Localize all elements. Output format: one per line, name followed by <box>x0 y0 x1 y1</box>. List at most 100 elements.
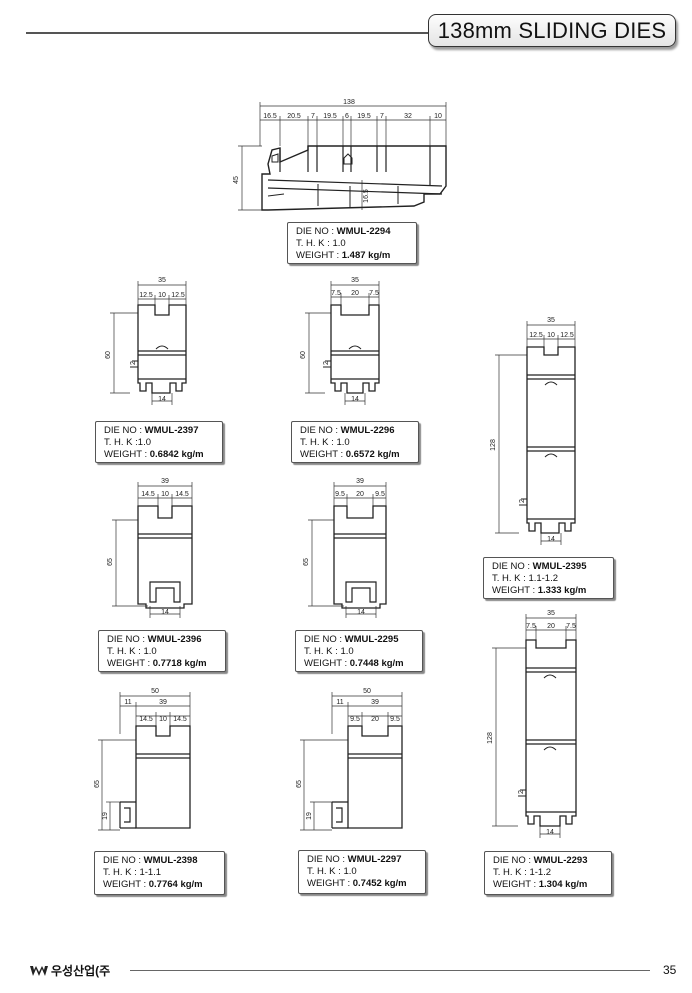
weight-value: 0.7448 kg/m <box>349 658 404 669</box>
die-no-value: WMUL-2297 <box>347 854 402 865</box>
dim-bottom: 14 <box>351 396 359 403</box>
profile-drawing-2296: 35 7.5 20 7.5 60 14 2 <box>300 277 380 405</box>
die-no-row: DIE NO : WMUL-2396 <box>107 634 219 646</box>
dim-b: 10 <box>158 292 166 299</box>
die-info-2295: DIE NO : WMUL-2295 T. H. K : 1.0 WEIGHT … <box>295 630 423 672</box>
dim-small: 2 <box>130 361 137 365</box>
thk-value: 1.0 <box>332 238 346 249</box>
dim-height: 45 <box>233 176 240 184</box>
dim-a: 9.5 <box>335 491 345 498</box>
dim-total: 35 <box>158 277 166 284</box>
weight-label: WEIGHT : <box>296 250 340 261</box>
thk-value: 1-1.1 <box>139 867 162 878</box>
die-no-label: DIE NO : <box>492 561 531 572</box>
die-no-label: DIE NO : <box>296 226 335 237</box>
profile-drawing-2295: 39 9.5 20 9.5 65 14 <box>303 478 387 618</box>
dim-a: 12.5 <box>139 292 153 299</box>
die-no-label: DIE NO : <box>104 425 143 436</box>
die-no-value: WMUL-2294 <box>336 226 391 237</box>
dim-height: 65 <box>296 780 303 788</box>
thk-value: 1.0 <box>343 866 357 877</box>
die-no-label: DIE NO : <box>300 425 339 436</box>
dim-left: 11 <box>336 699 343 706</box>
dim-bottom: 14 <box>161 609 169 616</box>
weight-value: 1.304 kg/m <box>538 879 588 890</box>
profile-drawing-2294: 138 16.5 20.5 7 19.5 6 19.5 7 32 10 45 1… <box>233 99 447 211</box>
weight-row: WEIGHT : 1.333 kg/m <box>492 585 607 597</box>
weight-row: WEIGHT : 0.7764 kg/m <box>103 879 218 891</box>
dim-c: 14.5 <box>175 491 189 498</box>
dim-height: 128 <box>490 439 497 451</box>
die-no-value: WMUL-2398 <box>143 855 198 866</box>
dim-f: 19.5 <box>357 113 371 120</box>
dim-h: 32 <box>404 113 412 120</box>
thk-row: T. H. K : 1.0 <box>300 437 412 449</box>
company-logo: 우성산업(주 <box>30 962 110 979</box>
dim-c: 9.5 <box>390 716 400 723</box>
dim-total: 138 <box>343 99 355 106</box>
weight-row: WEIGHT : 1.304 kg/m <box>493 879 605 891</box>
thk-value: 1-1.2 <box>529 867 552 878</box>
thk-label: T. H. K : <box>492 573 526 584</box>
dim-b: 20.5 <box>287 113 301 120</box>
die-no-row: DIE NO : WMUL-2294 <box>296 226 410 238</box>
company-mark-icon <box>30 965 48 976</box>
die-info-2398: DIE NO : WMUL-2398 T. H. K : 1-1.1 WEIGH… <box>94 851 225 895</box>
dim-a: 7.5 <box>331 290 341 297</box>
thk-value: 1.0 <box>340 646 354 657</box>
weight-label: WEIGHT : <box>307 878 351 889</box>
die-no-row: DIE NO : WMUL-2398 <box>103 855 218 867</box>
weight-label: WEIGHT : <box>493 879 537 890</box>
dim-bottom: 14 <box>158 396 166 403</box>
thk-row: T. H. K : 1.0 <box>304 646 416 658</box>
dim-c: 12.5 <box>560 332 574 339</box>
die-no-value: WMUL-2295 <box>344 634 399 645</box>
dim-b: 20 <box>371 716 379 723</box>
dim-a: 16.5 <box>263 113 277 120</box>
dim-g: 7 <box>380 113 384 120</box>
company-name: 우성산업(주 <box>51 964 111 978</box>
dim-c: 12.5 <box>171 292 185 299</box>
weight-label: WEIGHT : <box>304 658 348 669</box>
dim-a: 12.5 <box>529 332 543 339</box>
dim-bottom: 14 <box>357 609 365 616</box>
die-no-row: DIE NO : WMUL-2297 <box>307 854 419 866</box>
dim-height: 65 <box>107 558 114 566</box>
die-no-row: DIE NO : WMUL-2293 <box>493 855 605 867</box>
weight-row: WEIGHT : 0.7448 kg/m <box>304 658 416 670</box>
dim-height: 60 <box>105 351 112 359</box>
weight-row: WEIGHT : 0.7452 kg/m <box>307 878 419 890</box>
die-no-label: DIE NO : <box>103 855 142 866</box>
die-info-2293: DIE NO : WMUL-2293 T. H. K : 1-1.2 WEIGH… <box>484 851 612 895</box>
page-title: 138mm SLIDING DIES <box>428 14 676 47</box>
die-no-label: DIE NO : <box>307 854 346 865</box>
profile-drawing-2395: 35 12.5 10 12.5 128 14 2 <box>490 317 576 545</box>
die-no-row: DIE NO : WMUL-2295 <box>304 634 416 646</box>
dim-small: 2 <box>519 499 526 503</box>
weight-value: 0.7718 kg/m <box>152 658 207 669</box>
weight-label: WEIGHT : <box>107 658 151 669</box>
dim-height: 60 <box>300 351 307 359</box>
dim-a: 14.5 <box>141 491 155 498</box>
dim-total: 35 <box>351 277 359 284</box>
weight-row: WEIGHT : 0.6842 kg/m <box>104 449 216 461</box>
dim-height: 128 <box>487 732 494 744</box>
dim-low: 19 <box>102 812 109 820</box>
dim-outer: 50 <box>363 688 371 695</box>
weight-row: WEIGHT : 0.7718 kg/m <box>107 658 219 670</box>
weight-value: 1.333 kg/m <box>537 585 587 596</box>
thk-label: T. H. K : <box>107 646 141 657</box>
weight-row: WEIGHT : 1.487 kg/m <box>296 250 410 262</box>
thk-row: T. H. K : 1-1.1 <box>103 867 218 879</box>
weight-label: WEIGHT : <box>300 449 344 460</box>
die-no-row: DIE NO : WMUL-2395 <box>492 561 607 573</box>
weight-value: 0.6572 kg/m <box>345 449 400 460</box>
dim-c: 7.5 <box>369 290 379 297</box>
dim-height: 65 <box>94 780 101 788</box>
weight-value: 0.7764 kg/m <box>148 879 203 890</box>
thk-label: T. H. K : <box>296 238 330 249</box>
dim-bottom: 14 <box>546 829 554 836</box>
die-info-2397: DIE NO : WMUL-2397 T. H. K :1.0 WEIGHT :… <box>95 421 223 463</box>
thk-row: T. H. K :1.0 <box>104 437 216 449</box>
dim-b: 20 <box>351 290 359 297</box>
